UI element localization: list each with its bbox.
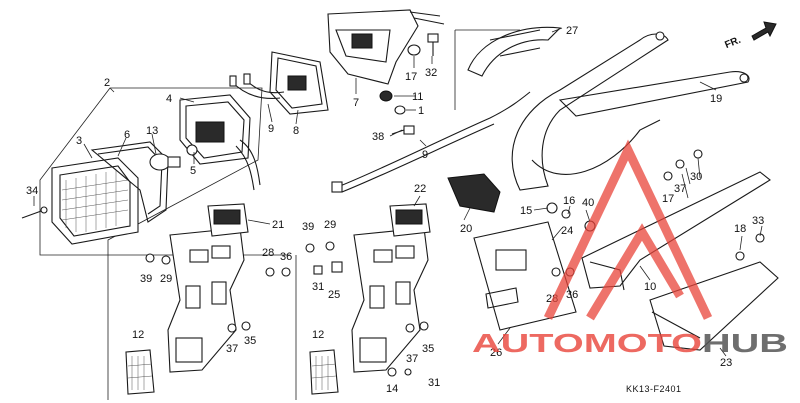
callout-1: 1 (418, 105, 424, 117)
callout-17a: 17 (405, 71, 417, 83)
license-bracket-right (351, 227, 429, 373)
tail-light-housing (179, 94, 251, 165)
grommet-17 (407, 44, 421, 56)
callout-15: 15 (520, 205, 532, 217)
callout-14: 14 (386, 383, 398, 395)
group-box-27 (454, 29, 520, 110)
callout-26: 26 (490, 347, 502, 359)
watermark-text-dark: HUB (702, 328, 788, 358)
grab-rail-19 (511, 31, 750, 191)
license-light-case (327, 9, 445, 85)
callout-5: 5 (190, 165, 196, 177)
collar-1 (394, 105, 406, 115)
group-box-taillight (39, 87, 263, 256)
reflector-12a (125, 349, 155, 395)
arrow-right-icon (751, 21, 777, 41)
callout-38: 38 (372, 131, 384, 143)
callout-32: 32 (425, 67, 437, 79)
tail-light-lens (51, 157, 139, 245)
callout-labels: 2 3 4 5 6 13 34 9 8 7 17 32 11 1 38 9 27… (26, 25, 764, 395)
callout-21: 21 (272, 219, 284, 231)
callout-37a: 37 (226, 343, 238, 355)
callout-12a: 12 (132, 329, 144, 341)
callout-25: 25 (328, 289, 340, 301)
bulb (149, 153, 181, 171)
callout-29b: 29 (160, 273, 172, 285)
fasteners-middle (305, 241, 429, 377)
callout-11: 11 (412, 91, 423, 103)
callout-8: 8 (293, 125, 299, 137)
leader-lines (33, 27, 763, 357)
callout-40: 40 (582, 197, 594, 209)
callout-31b: 31 (428, 377, 440, 389)
callout-37c: 37 (674, 183, 686, 195)
callout-24: 24 (561, 225, 573, 237)
callout-22: 22 (414, 183, 426, 195)
callout-36a: 36 (280, 251, 292, 263)
socket-bracket (269, 51, 329, 115)
callout-12b: 12 (312, 329, 324, 341)
license-light-22 (389, 203, 431, 237)
callout-30: 30 (690, 171, 702, 183)
diagram-code: KK13-F2401 (626, 384, 682, 394)
bolt-32 (427, 33, 439, 56)
front-direction-indicator: FR. (723, 21, 777, 51)
callout-20: 20 (460, 223, 472, 235)
callout-7: 7 (353, 97, 359, 109)
callout-39b: 39 (140, 273, 152, 285)
callout-16: 16 (563, 195, 575, 207)
license-bracket-left (167, 227, 245, 373)
callout-23: 23 (720, 357, 732, 369)
callout-10: 10 (644, 281, 656, 293)
license-plate-base-26 (473, 221, 577, 331)
bracket-27 (467, 26, 562, 77)
callout-36b: 36 (566, 289, 578, 301)
cushion-11 (379, 90, 393, 102)
callout-39a: 39 (302, 221, 314, 233)
callout-17b: 17 (662, 193, 674, 205)
direction-label: FR. (723, 35, 742, 51)
callout-35a: 35 (244, 335, 256, 347)
reflector-12b (309, 349, 339, 395)
mud-guard-20 (447, 173, 501, 213)
callout-27: 27 (566, 25, 578, 37)
callout-34: 34 (26, 185, 38, 197)
callout-4: 4 (166, 93, 172, 105)
license-light-21 (207, 203, 249, 237)
rear-light-23 (649, 261, 779, 351)
callout-29a: 29 (324, 219, 336, 231)
callout-18: 18 (734, 223, 746, 235)
callout-37b: 37 (406, 353, 418, 365)
wire-harness-9a (229, 73, 285, 100)
wire-harness-9b (331, 91, 531, 193)
callout-3: 3 (76, 135, 82, 147)
callout-6: 6 (124, 129, 130, 141)
callout-13: 13 (146, 125, 158, 137)
callout-9b: 9 (422, 149, 428, 161)
callout-9a: 9 (268, 123, 274, 135)
callout-35b: 35 (422, 343, 434, 355)
callout-28a: 28 (262, 247, 274, 259)
callout-19: 19 (710, 93, 722, 105)
callout-31a: 31 (312, 281, 324, 293)
screw-34 (21, 206, 48, 219)
callout-2: 2 (104, 77, 110, 89)
watermark-triangle-icon (543, 139, 713, 321)
fasteners-left (145, 253, 291, 333)
bolt-38 (391, 125, 415, 135)
callout-33: 33 (752, 215, 764, 227)
watermark-text-red: AUTOMOTO (472, 328, 702, 358)
tail-light-wires (235, 139, 261, 191)
